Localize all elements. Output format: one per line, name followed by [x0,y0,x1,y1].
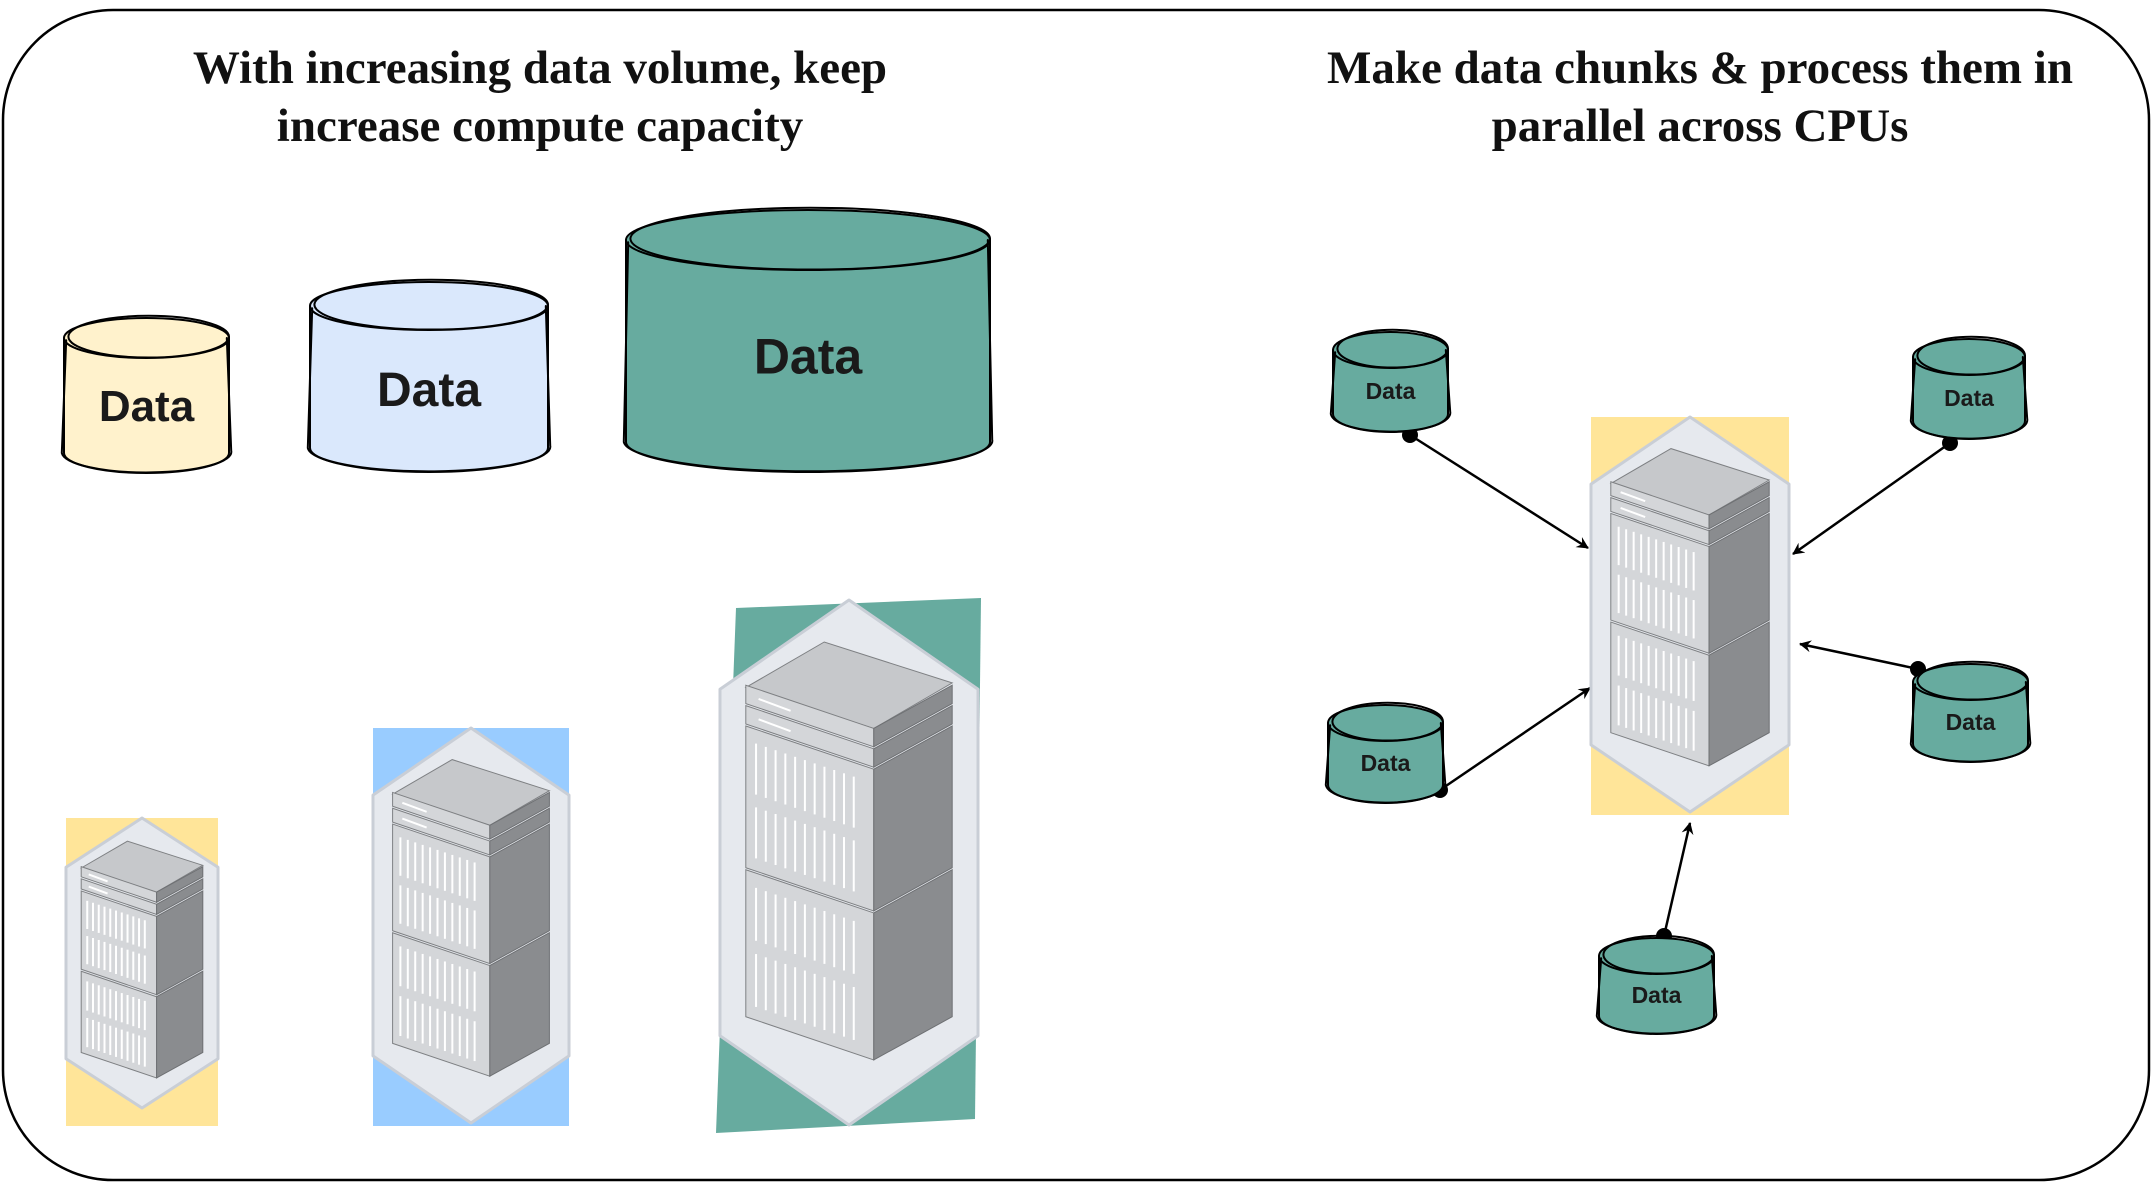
rack-unit-side [489,823,550,965]
cylinder-top [1913,664,2028,700]
data-cylinder-3: Data [622,206,994,473]
left-server-racks [64,598,981,1133]
data-chunk-1: Data [1329,328,1452,433]
chunk-connectors [1402,427,1958,944]
cylinder-top [1328,705,1443,741]
cylinder-label: Data [1946,709,1996,735]
rack-unit-side [489,791,550,840]
rack-unit-side [156,970,204,1079]
data-chunk-2: Data [1909,335,2029,440]
server-rack-2 [371,726,571,1125]
rack-port [88,885,108,895]
central-server-rack-icon [1589,415,1791,814]
connector-arrow-1 [1402,427,1589,550]
cylinder-outline [306,305,552,473]
cylinder-body [626,210,990,472]
cylinder-rim [1916,335,2026,376]
cylinder-rim [1602,934,1715,975]
cylinder-top [310,282,548,330]
cylinder-label: Data [1944,385,1994,411]
cylinder-outline [1324,722,1447,804]
rack-port [1620,491,1646,503]
cylinder-label: Data [1632,982,1682,1008]
server-rack-3 [718,598,980,1127]
central-server-rack [1589,415,1791,815]
cylinder-label: Data [99,382,195,431]
cylinder-outline [1595,955,1718,1035]
panel-title-right: Make data chunks & process them in paral… [1327,42,2073,152]
rack-unit-side [1708,512,1770,655]
cylinder-label: Data [1366,378,1416,404]
cylinder-rim [67,314,230,359]
data-chunk-3: Data [1324,701,1447,804]
rack-unit-side [1708,480,1770,530]
rack-port [401,801,427,813]
connector-arrow-3 [1432,686,1591,798]
connector-arrow-5 [1656,822,1694,944]
cylinder-rim [313,278,550,331]
cylinder-top [1333,332,1448,368]
rack-unit-side [156,890,204,996]
cylinder-top [1913,339,2025,375]
cylinder-label: Data [754,329,864,385]
cylinder-body [310,282,548,472]
cylinder-rim [1331,701,1444,742]
data-chunk-4: Data [1909,660,2032,763]
rack-unit-side [873,684,953,748]
cylinder-rim [629,206,992,271]
connector-arrow-2 [1792,435,1958,556]
rack-port [758,698,791,712]
connector-arrow-4 [1799,640,1926,677]
rack-unit-side [156,865,204,904]
rack-unit-side [873,725,953,912]
cylinder-outline [1909,681,2032,763]
cylinder-outline [1329,349,1452,433]
rack-unit-side [1708,496,1770,546]
data-cylinder-1: Data [60,314,233,474]
cylinder-rim [1916,660,2029,701]
cylinder-top [64,318,229,358]
rack-unit-side [156,877,204,916]
cylinder-label: Data [377,364,481,417]
rack-unit-side [489,807,550,856]
outer-frame [1,8,2151,1182]
data-chunk-5: Data [1595,934,1718,1035]
cylinder-outline [1909,356,2029,440]
rack-port [758,718,791,733]
cylinder-outline [60,337,233,474]
cylinder-label: Data [1361,750,1411,776]
rack-port [88,873,108,883]
rack-unit-side [489,931,550,1078]
cylinder-rim [1336,328,1449,369]
server-rack-1 [64,816,220,1110]
rack-unit-side [1708,621,1770,767]
data-cylinder-2: Data [306,278,552,473]
cylinder-body [64,318,229,473]
rack-port [401,817,427,829]
panel-title-left: With increasing data volume, keep increa… [192,42,888,152]
rack-unit-side [873,868,953,1061]
cylinder-top [1599,938,1714,974]
cylinder-top [626,210,990,270]
rack-port [1620,507,1646,519]
cylinder-outline [622,239,994,473]
rack-unit-side [873,704,953,769]
